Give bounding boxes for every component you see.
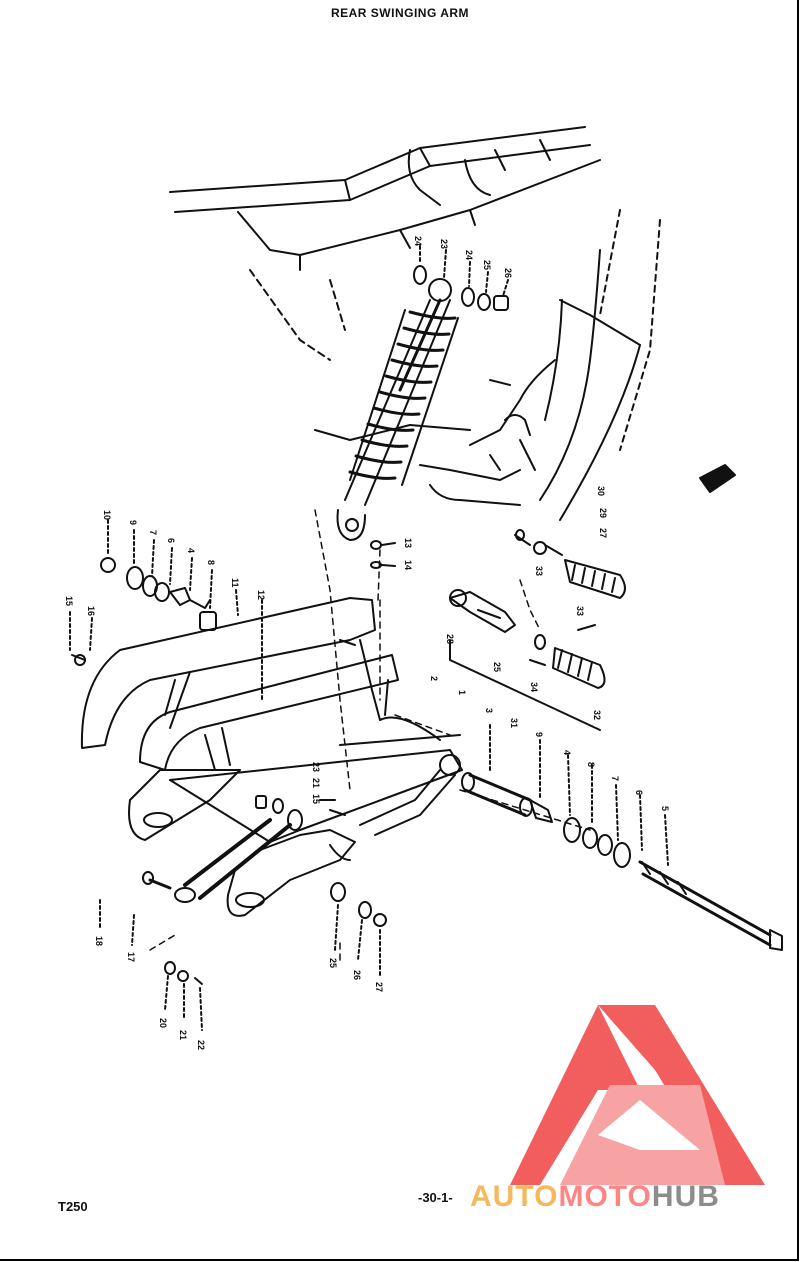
footrest-lower	[449, 589, 606, 731]
assembly-guide-lines	[149, 509, 591, 961]
wordmark-hub: HUB	[651, 1180, 720, 1213]
pivot-shaft-assembly	[461, 724, 783, 951]
frame-outline	[169, 126, 661, 521]
swinging-arm-body	[80, 597, 463, 917]
callout-15b: 15	[311, 794, 321, 804]
callout-8b: 8	[586, 762, 596, 767]
callout-7: 7	[148, 530, 158, 535]
callout-25b: 25	[492, 662, 502, 672]
callout-32: 32	[592, 710, 602, 720]
callout-30: 30	[596, 486, 606, 496]
callout-15: 15	[64, 596, 74, 606]
page-number: -30-1-	[418, 1190, 453, 1205]
callout-31: 31	[509, 718, 519, 728]
callout-23b: 23	[311, 762, 321, 772]
callout-11: 11	[230, 578, 240, 588]
pivot-hardware-left	[69, 519, 263, 701]
callout-1: 1	[457, 690, 467, 695]
callout-20: 20	[158, 1018, 168, 1028]
callout-23: 23	[439, 239, 449, 249]
callout-6b: 6	[634, 790, 644, 795]
callout-4b: 4	[562, 750, 572, 755]
callout-26: 26	[503, 268, 513, 278]
callout-18: 18	[94, 936, 104, 946]
automotohub-wordmark: AUTOMOTOHUB	[470, 1180, 720, 1214]
callout-21: 21	[311, 778, 321, 788]
callout-4: 4	[186, 548, 196, 553]
callout-7b: 7	[610, 776, 620, 781]
model-code: T250	[58, 1199, 88, 1214]
callout-33: 33	[534, 566, 544, 576]
callout-17: 17	[126, 952, 136, 962]
callout-21b: 21	[178, 1030, 188, 1040]
callout-8: 8	[206, 560, 216, 565]
callout-16: 16	[86, 606, 96, 616]
wordmark-moto: MOTO	[558, 1180, 652, 1213]
callout-25: 25	[482, 260, 492, 270]
callout-labels: 24 23 24 25 26 10 9 7 6 4 8 11 12 15 16 …	[64, 236, 670, 1050]
callout-5: 5	[660, 806, 670, 811]
callout-24: 24	[413, 236, 423, 246]
frame-bracket	[699, 464, 736, 493]
chain-adjuster-rod	[142, 795, 346, 903]
mid-hardware	[370, 540, 396, 569]
callout-9b: 9	[534, 732, 544, 737]
callout-26b: 26	[352, 970, 362, 980]
callout-29: 29	[598, 508, 608, 518]
callout-34: 34	[529, 682, 539, 692]
callout-10: 10	[102, 510, 112, 520]
diagram-title: REAR SWINGING ARM	[330, 6, 470, 20]
bottom-hardware	[99, 882, 387, 1031]
callout-12: 12	[256, 590, 266, 600]
callout-6: 6	[166, 538, 176, 543]
footrest-upper	[514, 529, 626, 599]
callout-27: 27	[598, 528, 608, 538]
shock-top-hardware	[413, 245, 509, 311]
rear-shock-absorber	[336, 278, 459, 541]
callout-9: 9	[128, 520, 138, 525]
wordmark-auto: AUTO	[470, 1180, 559, 1213]
callout-24b: 24	[464, 250, 474, 260]
callout-2: 2	[429, 676, 439, 681]
callout-27b: 27	[374, 982, 384, 992]
callout-25c: 25	[328, 958, 338, 968]
automotohub-logo-mark	[510, 1005, 765, 1185]
callout-22: 22	[196, 1040, 206, 1050]
callout-13: 13	[403, 538, 413, 548]
callout-3: 3	[484, 708, 494, 713]
callout-28: 28	[445, 634, 455, 644]
callout-14: 14	[403, 560, 413, 570]
callout-33b: 33	[575, 606, 585, 616]
